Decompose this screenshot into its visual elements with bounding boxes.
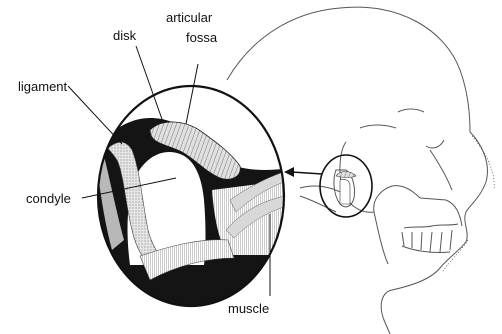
label-condyle: condyle: [26, 191, 71, 206]
label-ligament: ligament: [18, 79, 68, 94]
label-disk: disk: [113, 28, 137, 43]
label-fossa: fossa: [186, 30, 218, 45]
label-articular: articular: [166, 10, 213, 25]
ligament-leader: [68, 86, 122, 144]
small-joint-sketch: [336, 172, 356, 205]
label-muscle: muscle: [228, 301, 269, 316]
magnified-view: [90, 80, 290, 310]
arrow-head: [284, 167, 294, 177]
magnify-arrow: [292, 172, 322, 174]
